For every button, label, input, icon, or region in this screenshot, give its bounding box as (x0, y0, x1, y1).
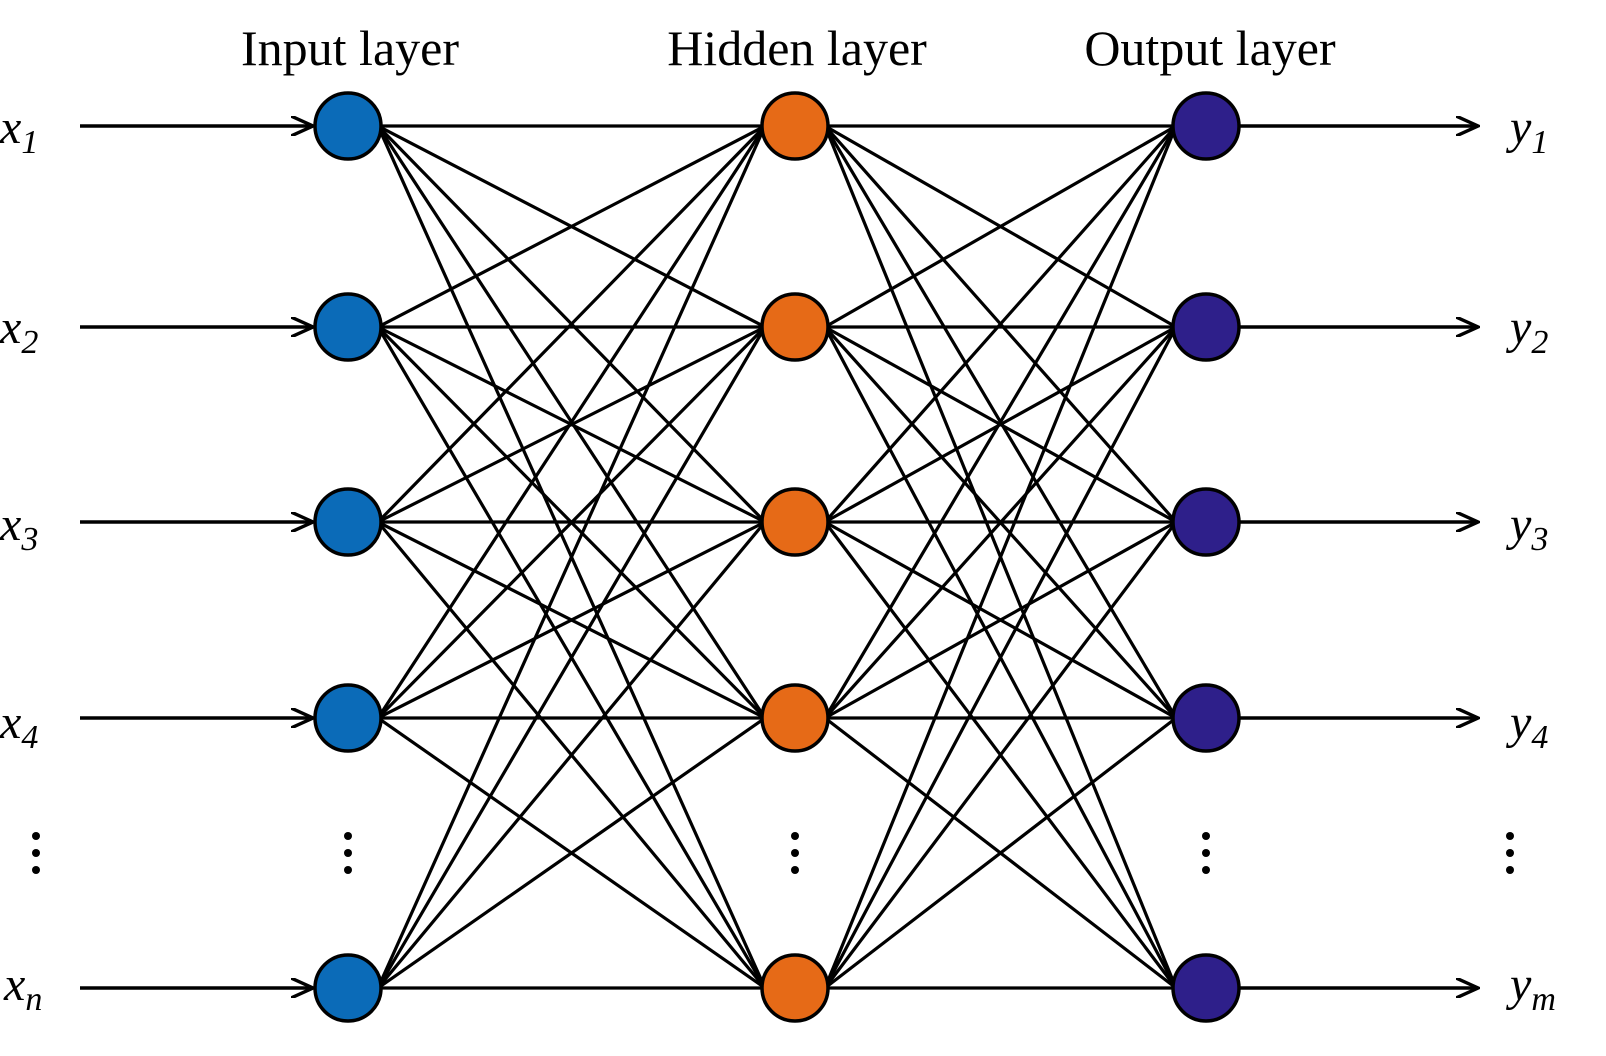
ellipsis-dot (1506, 866, 1514, 874)
ellipsis-input-values (32, 832, 40, 874)
output-label-y1: y1 (1505, 101, 1548, 161)
ellipsis-dot (32, 866, 40, 874)
connection-hidden-5-to-output-1 (823, 125, 1178, 989)
ellipsis-dot (344, 866, 352, 874)
output-node-4 (1171, 683, 1241, 753)
ellipsis-hidden-layer (791, 832, 799, 874)
ellipsis-dot (1202, 832, 1210, 840)
output-node-1 (1171, 91, 1241, 161)
input-label-x4: x4 (0, 696, 38, 756)
output-label-y2: y2 (1505, 301, 1548, 361)
connection-hidden-4-to-output-1 (823, 125, 1178, 719)
ellipsis-dot (791, 849, 799, 857)
input-label-x3: x3 (0, 498, 38, 558)
hidden-node-4 (760, 683, 830, 753)
output-variable-labels: y1 y2 y3 y4 ym (1505, 101, 1556, 1018)
ellipsis-dot (791, 832, 799, 840)
connection-input-5-to-hidden-3 (376, 520, 767, 990)
ellipsis-output-values (1506, 832, 1514, 874)
connection-lines (376, 124, 1178, 990)
ellipsis-dot (1506, 849, 1514, 857)
connection-input-4-to-hidden-3 (377, 520, 766, 720)
ellipsis-dot (791, 866, 799, 874)
connection-input-4-to-hidden-1 (376, 125, 767, 719)
connection-hidden-5-to-output-4 (824, 716, 1177, 990)
output-node-3 (1171, 487, 1241, 557)
input-node-1 (313, 91, 383, 161)
output-label-y3: y3 (1505, 498, 1548, 558)
input-variable-labels: x1 x2 x3 x4 xn (0, 101, 42, 1018)
connection-input-4-to-hidden-2 (376, 325, 767, 720)
connection-hidden-4-to-output-2 (823, 325, 1178, 720)
ellipsis-dot (1202, 849, 1210, 857)
ellipsis-group (32, 832, 1514, 874)
input-node-4 (313, 683, 383, 753)
ellipsis-dot (344, 849, 352, 857)
connection-input-5-to-hidden-1 (376, 125, 767, 989)
output-label-y4: y4 (1505, 696, 1548, 756)
connection-hidden-5-to-output-2 (823, 326, 1178, 989)
ellipsis-dot (344, 832, 352, 840)
input-node-n (313, 953, 383, 1023)
input-node-2 (313, 292, 383, 362)
io-arrows (80, 126, 1478, 988)
output-node-m (1171, 953, 1241, 1023)
hidden-layer-title: Hidden layer (667, 20, 927, 76)
connection-input-2-to-hidden-1 (377, 124, 766, 329)
output-node-2 (1171, 292, 1241, 362)
connection-input-3-to-hidden-1 (376, 124, 767, 524)
hidden-node-2 (760, 292, 830, 362)
input-layer-title: Input layer (241, 20, 459, 76)
input-label-xn: xn (3, 958, 42, 1018)
ellipsis-dot (1202, 866, 1210, 874)
output-layer-title: Output layer (1084, 20, 1336, 76)
neuron-nodes (313, 91, 1241, 1023)
connection-hidden-5-to-output-3 (823, 521, 1178, 989)
ellipsis-dot (1506, 832, 1514, 840)
connection-hidden-4-to-output-3 (824, 520, 1177, 720)
ellipsis-input-layer (344, 832, 352, 874)
connection-hidden-3-to-output-1 (823, 124, 1178, 524)
connection-hidden-2-to-output-1 (824, 124, 1177, 329)
input-label-x2: x2 (0, 301, 38, 361)
connection-input-5-to-hidden-4 (377, 716, 766, 990)
connection-input-5-to-hidden-2 (376, 326, 767, 989)
hidden-node-3 (760, 487, 830, 557)
hidden-node-1 (760, 91, 830, 161)
input-label-x1: x1 (0, 101, 38, 161)
ellipsis-dot (32, 832, 40, 840)
hidden-node-last (760, 953, 830, 1023)
ellipsis-output-layer (1202, 832, 1210, 874)
input-node-3 (313, 487, 383, 557)
ellipsis-dot (32, 849, 40, 857)
output-label-ym: ym (1505, 958, 1556, 1018)
